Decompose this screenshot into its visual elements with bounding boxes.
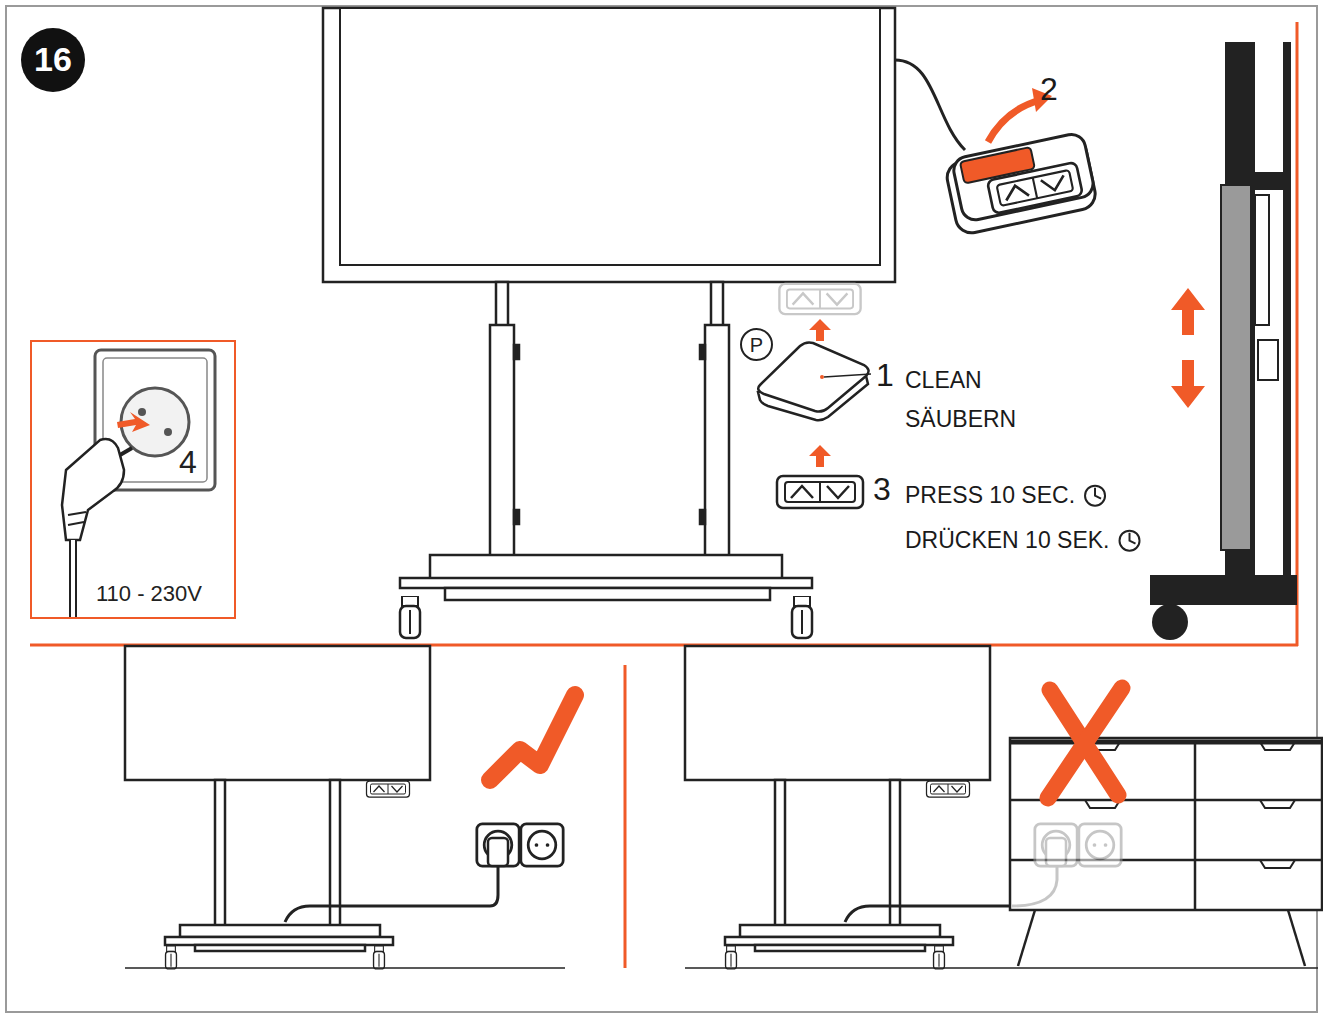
- floor-line: [685, 967, 1318, 969]
- parking-symbol: P: [740, 328, 773, 361]
- controller-cable: [895, 60, 965, 150]
- inset-panel: 4 110 - 230V: [30, 340, 236, 619]
- power-cable: [845, 906, 1012, 922]
- power-cable: [285, 866, 498, 922]
- controller-button: [777, 476, 863, 508]
- up-arrow: [809, 445, 831, 467]
- adhesive-pad: [758, 342, 871, 420]
- callout-number: 4: [179, 445, 197, 480]
- section-divider: [1296, 22, 1299, 646]
- node-text: P: [750, 334, 763, 356]
- instruction-text: PRESS 10 SEC.: [905, 483, 1075, 508]
- hand-controller: [943, 132, 1098, 236]
- cross-mark: [1048, 688, 1122, 798]
- peel-arrow: [988, 100, 1040, 142]
- callout-number: 2: [1040, 72, 1058, 107]
- checkmark: [490, 695, 575, 780]
- instruction-text: SÄUBERN: [905, 407, 1016, 432]
- instruction-text: DRÜCKEN 10 SEK.: [905, 528, 1110, 553]
- clock-icon: [1085, 486, 1105, 506]
- page-frame: [6, 6, 1317, 1012]
- node-text: 16: [34, 41, 72, 78]
- section-divider: [624, 665, 627, 968]
- floor-line: [125, 967, 565, 969]
- voltage-label: 110 - 230V: [96, 582, 202, 606]
- height-arrow: [1171, 288, 1205, 408]
- mains-plug: [488, 838, 508, 866]
- instruction-text: CLEAN: [905, 368, 982, 393]
- callout-number: 1: [876, 358, 894, 393]
- up-arrow: [809, 319, 831, 341]
- step-number-badge: 16: [21, 28, 85, 92]
- hidden-socket: [1012, 824, 1121, 906]
- callout-number: 3: [873, 472, 891, 507]
- display-stand: [323, 8, 895, 600]
- controller-ghost: [779, 284, 860, 314]
- side-view: [1150, 42, 1297, 640]
- insert-arrow: [117, 412, 150, 432]
- clock-icon: [1120, 531, 1140, 551]
